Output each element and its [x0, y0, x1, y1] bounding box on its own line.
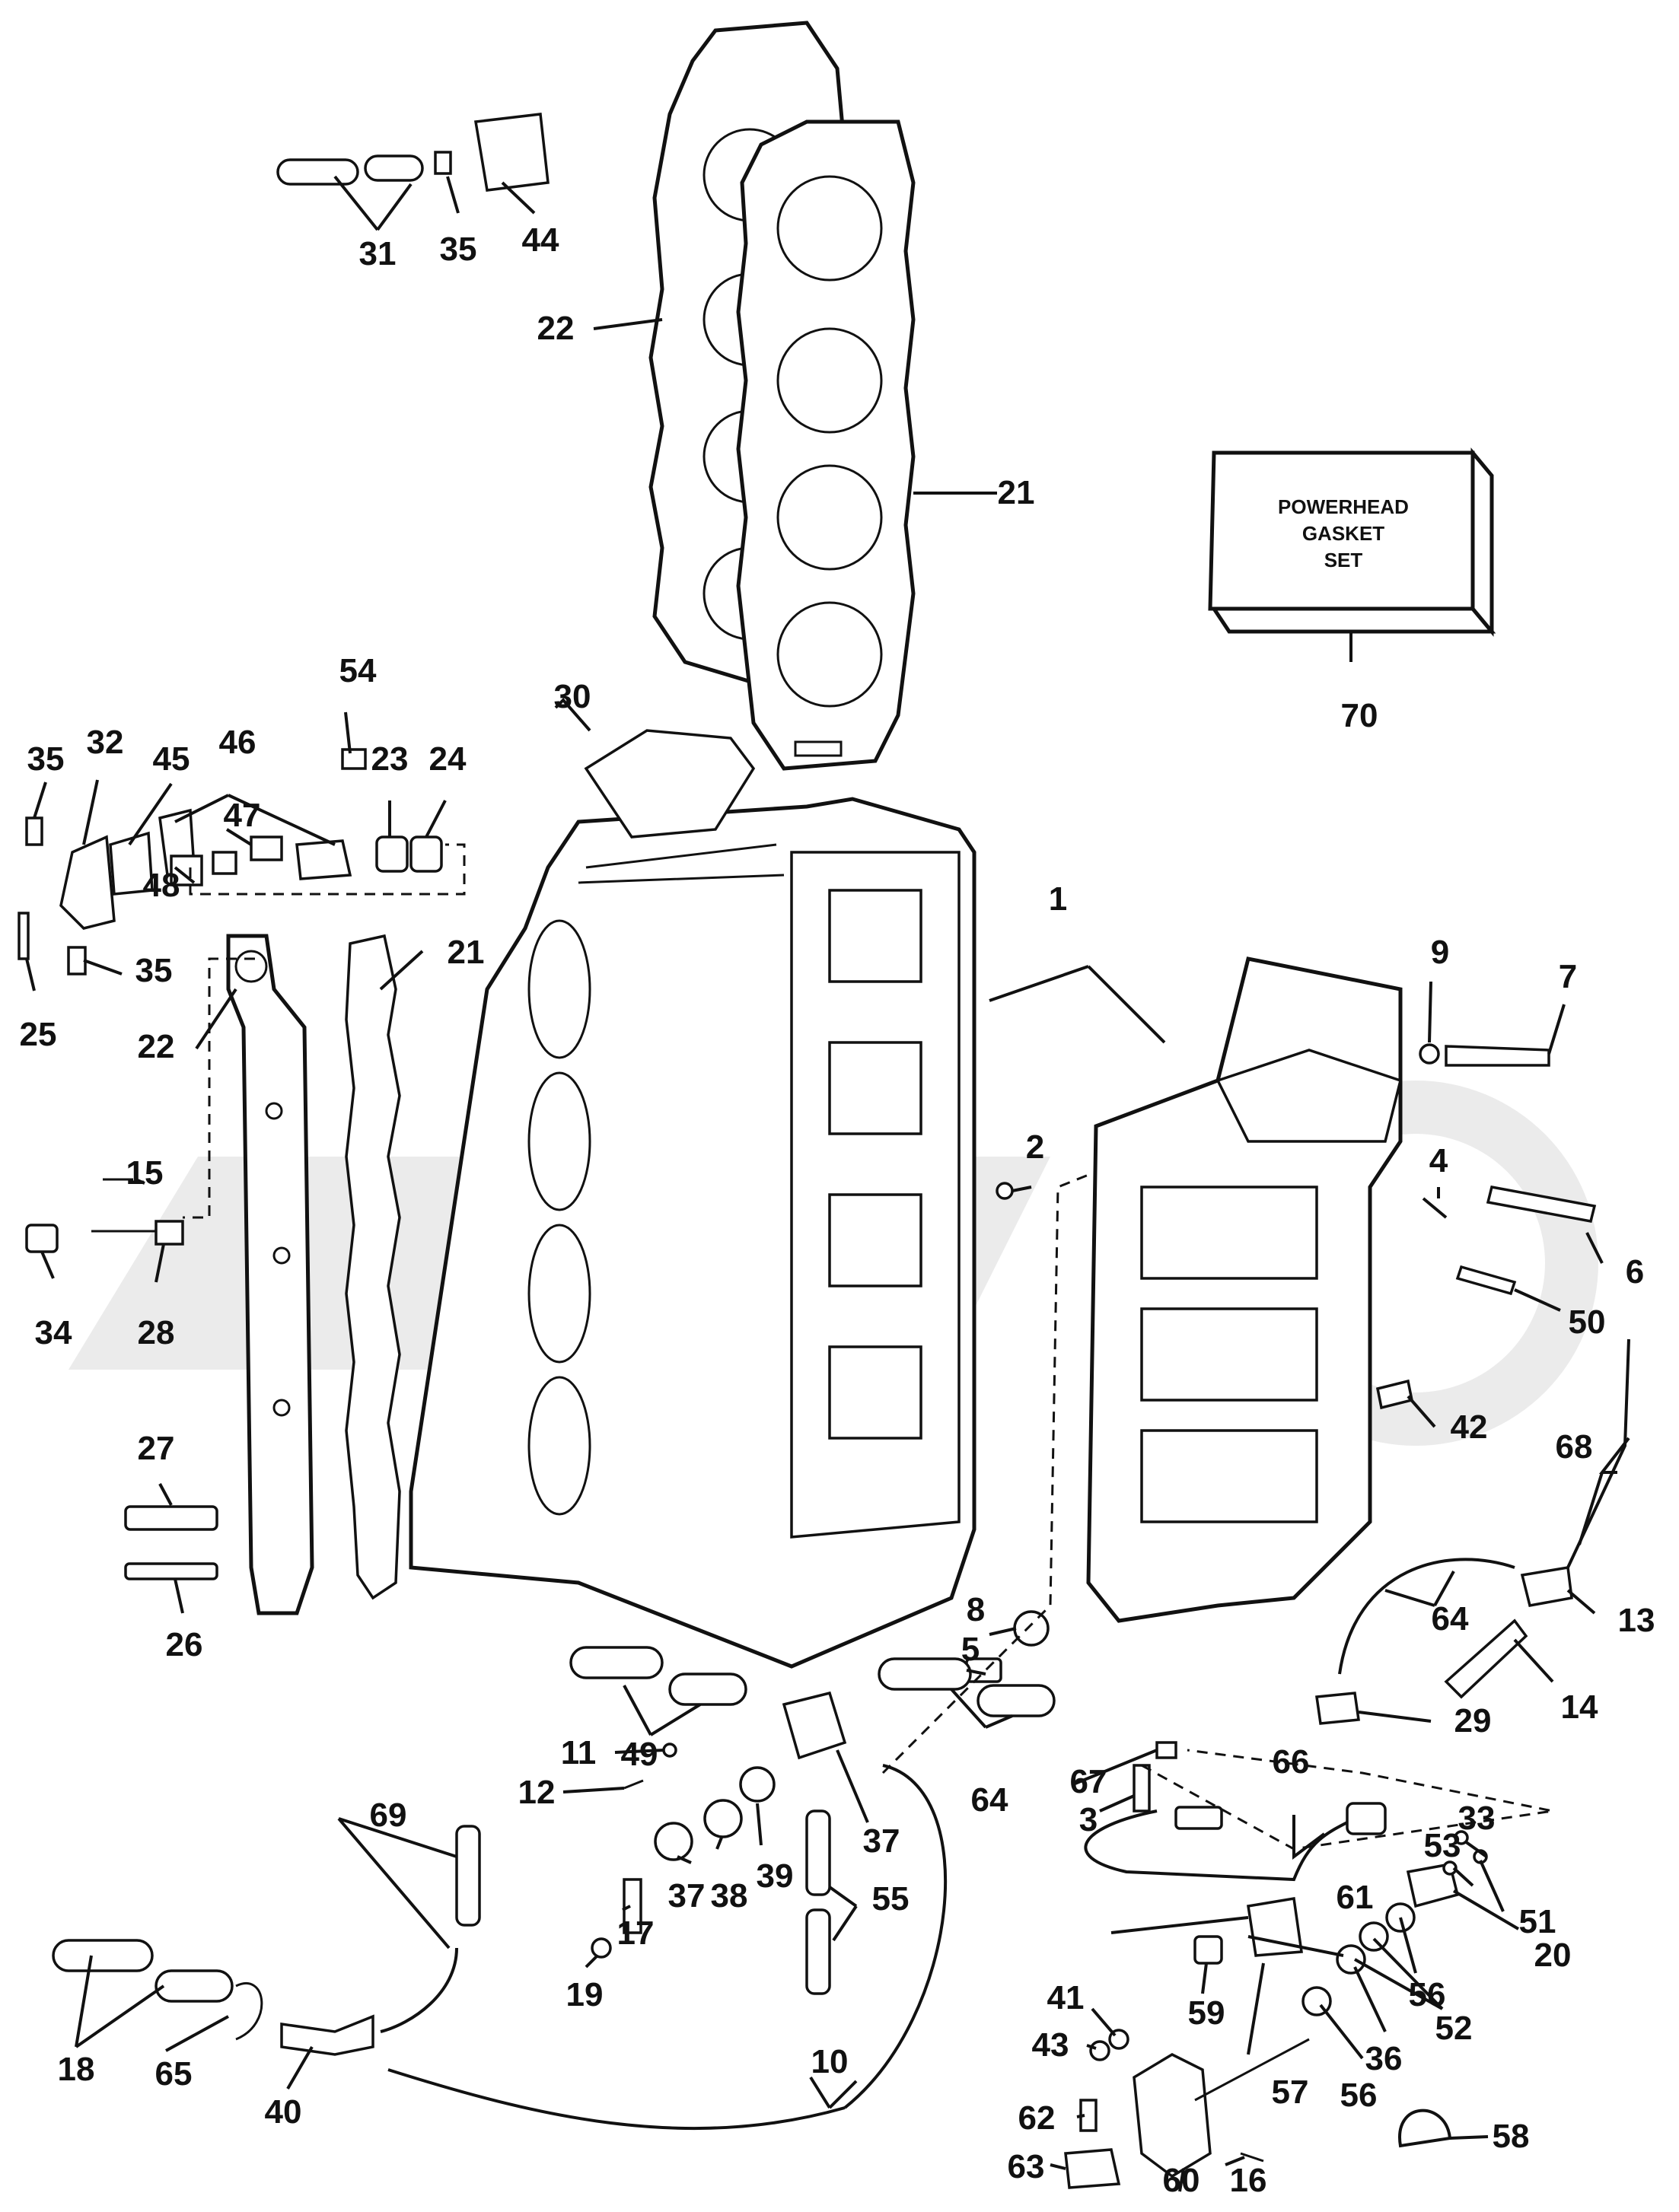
label-35-mid: 35: [135, 952, 173, 989]
label-30: 30: [554, 678, 591, 715]
label-23: 23: [371, 740, 409, 778]
part-labels: 31 35 44 22 21 70 30 54 35 32 45 46 23 2…: [20, 221, 1655, 2199]
label-56-top: 56: [1409, 1976, 1446, 2013]
label-66: 66: [1273, 1743, 1310, 1781]
label-4: 4: [1429, 1142, 1448, 1179]
label-18: 18: [58, 2051, 95, 2088]
label-41: 41: [1047, 1979, 1085, 2016]
label-16: 16: [1230, 2162, 1267, 2199]
gasket-box-line1: POWERHEAD: [1278, 495, 1409, 518]
label-13: 13: [1618, 1602, 1655, 1639]
label-48: 48: [143, 867, 180, 904]
label-22-left: 22: [138, 1028, 175, 1065]
gasket-box-line2: GASKET: [1302, 522, 1384, 545]
label-19: 19: [566, 1976, 604, 2013]
label-49: 49: [621, 1736, 658, 1773]
label-14: 14: [1561, 1688, 1598, 1726]
label-6: 6: [1626, 1253, 1644, 1291]
label-8: 8: [967, 1591, 985, 1628]
label-68: 68: [1556, 1428, 1593, 1466]
gasket-box-line3: SET: [1324, 549, 1363, 571]
label-47: 47: [224, 797, 261, 834]
label-15: 15: [126, 1154, 164, 1192]
cylinder-head-gasket-21-top: [736, 119, 916, 771]
label-59: 59: [1188, 1994, 1225, 2032]
label-21-top: 21: [998, 474, 1035, 511]
label-7: 7: [1559, 958, 1577, 995]
crankcase: [1086, 956, 1403, 1623]
label-2: 2: [1026, 1128, 1044, 1166]
label-3: 3: [1079, 1801, 1098, 1838]
label-63: 63: [1008, 2148, 1045, 2185]
label-65: 65: [155, 2055, 193, 2093]
label-32: 32: [87, 724, 124, 761]
label-35-top: 35: [440, 231, 477, 268]
powerhead-gasket-set-box: POWERHEAD GASKET SET: [1208, 447, 1496, 637]
label-37-right: 37: [863, 1822, 900, 1860]
exhaust-cover-22-left: [226, 934, 314, 1615]
label-1: 1: [1049, 880, 1067, 918]
label-29: 29: [1454, 1702, 1492, 1739]
label-70: 70: [1341, 697, 1378, 734]
label-9: 9: [1431, 934, 1449, 971]
label-61: 61: [1337, 1879, 1374, 1916]
label-44: 44: [522, 221, 559, 259]
small-parts: [18, 113, 1630, 2189]
label-17: 17: [617, 1914, 655, 1952]
label-26: 26: [166, 1626, 203, 1663]
label-21-left: 21: [448, 934, 485, 971]
label-51: 51: [1519, 1903, 1556, 1940]
cylinder-block: [409, 797, 976, 1669]
label-34: 34: [35, 1314, 72, 1351]
label-50: 50: [1569, 1303, 1606, 1341]
label-54: 54: [339, 652, 377, 689]
label-38: 38: [711, 1877, 748, 1914]
label-10: 10: [811, 2043, 849, 2080]
label-62: 62: [1018, 2099, 1056, 2137]
label-28: 28: [138, 1314, 175, 1351]
label-39: 39: [757, 1857, 794, 1895]
label-42: 42: [1451, 1408, 1488, 1446]
label-43: 43: [1032, 2026, 1069, 2064]
label-27: 27: [138, 1430, 175, 1467]
label-57: 57: [1272, 2074, 1309, 2111]
exhaust-gasket-21-left: [345, 934, 401, 1600]
label-45: 45: [153, 740, 190, 778]
label-31: 31: [359, 235, 397, 272]
label-24: 24: [429, 740, 467, 778]
label-11: 11: [561, 1734, 597, 1771]
label-36: 36: [1365, 2040, 1403, 2077]
label-33: 33: [1458, 1800, 1496, 1837]
label-46: 46: [219, 724, 256, 761]
label-25: 25: [20, 1016, 57, 1053]
label-52: 52: [1435, 2010, 1473, 2047]
label-20: 20: [1534, 1937, 1572, 1974]
label-58: 58: [1493, 2118, 1530, 2155]
label-69: 69: [370, 1797, 407, 1834]
dashed-assembly-lines: [183, 843, 1553, 1851]
label-22-top: 22: [537, 310, 575, 347]
label-12: 12: [518, 1774, 556, 1811]
label-53: 53: [1424, 1827, 1461, 1864]
label-60: 60: [1163, 2162, 1200, 2199]
label-40: 40: [265, 2093, 302, 2131]
label-37-left: 37: [668, 1877, 706, 1914]
label-35-left: 35: [27, 740, 65, 778]
label-5: 5: [961, 1631, 980, 1668]
label-67: 67: [1070, 1763, 1107, 1800]
label-64-center: 64: [971, 1781, 1008, 1819]
label-64-right: 64: [1432, 1600, 1469, 1638]
leader-lines: [25, 175, 1630, 2192]
label-55: 55: [872, 1880, 910, 1918]
label-56-bottom: 56: [1340, 2077, 1378, 2114]
